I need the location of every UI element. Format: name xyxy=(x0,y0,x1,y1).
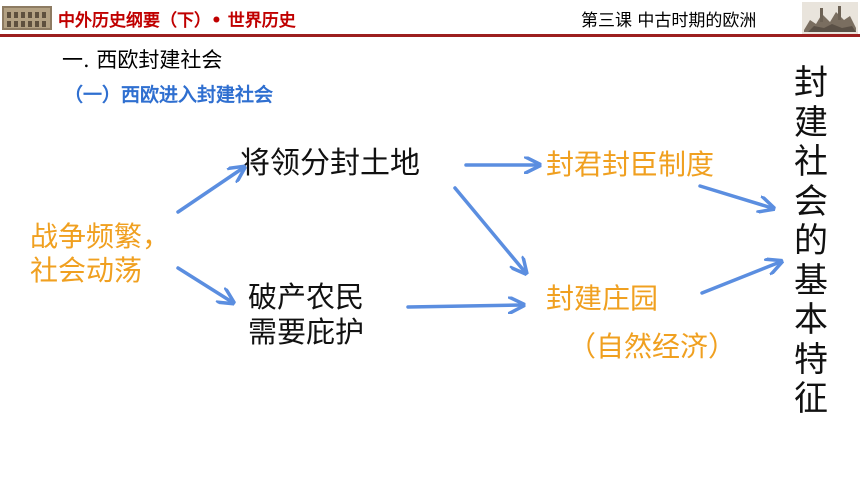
subsection-title: （一）西欧进入封建社会 xyxy=(64,84,274,106)
feature-vertical-text: 封 建 社 会 的 基 本 特 征 xyxy=(790,63,832,420)
header-bar: 中外历史纲要（下）• 世界历史 第三课 中古时期的欧洲 xyxy=(0,0,860,37)
arrow-cause-to-fief xyxy=(176,168,243,214)
feature-char: 基 xyxy=(794,260,828,301)
fief-node: 将领分封土地 xyxy=(240,146,420,181)
arrow-fief-to-manor xyxy=(453,186,525,272)
cause-line-1: 战争频繁， xyxy=(30,220,171,253)
section-title: 一. 西欧封建社会 xyxy=(62,48,223,72)
cause-line-2: 社会动荡 xyxy=(30,253,143,287)
peasant-line-1: 破产农民 xyxy=(248,280,365,314)
peasant-line-2: 需要庇护 xyxy=(248,314,365,349)
colosseum-icon xyxy=(2,6,52,30)
arrow-vassal-to-feature xyxy=(698,184,772,208)
feature-char: 的 xyxy=(794,221,828,261)
arrow-manor-to-feature xyxy=(700,262,780,295)
header-divider xyxy=(0,34,860,37)
feature-char: 特 xyxy=(794,339,828,380)
cause-node: 战争频繁， 社会动荡 xyxy=(30,220,170,287)
feature-char: 本 xyxy=(794,300,828,340)
arrow-peasant-to-manor xyxy=(406,305,522,307)
feature-char: 会 xyxy=(794,181,828,222)
feature-char: 征 xyxy=(794,379,828,419)
course-title: 中外历史纲要（下）• 世界历史 xyxy=(58,11,296,31)
lesson-title: 第三课 中古时期的欧洲 xyxy=(581,11,757,31)
feature-char: 建 xyxy=(794,102,828,143)
manor-node: 封建庄园 xyxy=(546,282,659,315)
manor-note: （自然经济） xyxy=(568,330,737,363)
ruins-icon xyxy=(802,2,858,34)
feature-char: 社 xyxy=(794,142,828,182)
peasant-node: 破产农民 需要庇护 xyxy=(248,280,364,350)
vassal-system-node: 封君封臣制度 xyxy=(546,148,715,181)
arrow-cause-to-peasant xyxy=(176,266,232,302)
feature-char: 封 xyxy=(794,63,828,103)
